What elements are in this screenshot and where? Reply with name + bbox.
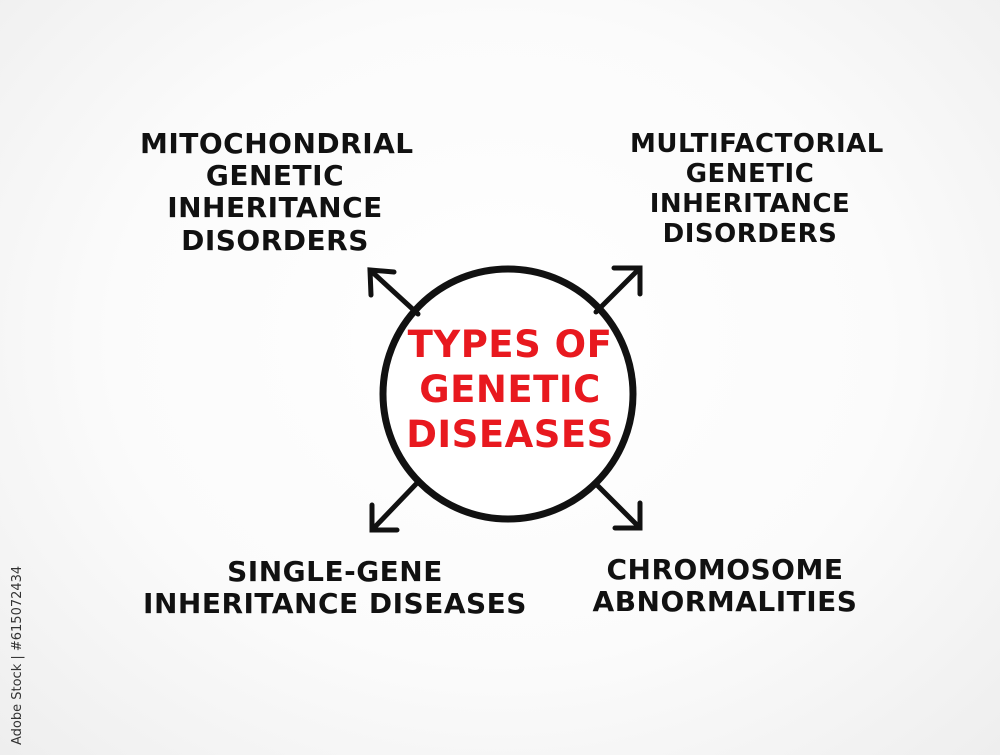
node-multifactorial-line-2: GENETIC xyxy=(685,158,815,189)
arrow-top-right xyxy=(593,265,643,315)
arrow-top-left xyxy=(367,267,421,317)
arrow-bottom-right xyxy=(595,483,643,531)
node-mitochondrial: MITOCHONDRIAL GENETIC INHERITANCE DISORD… xyxy=(140,127,414,257)
node-single-gene: SINGLE-GENE INHERITANCE DISEASES xyxy=(135,555,535,621)
center-title-line-3: DISEASES xyxy=(406,413,614,457)
node-multifactorial-line-4: DISORDERS xyxy=(662,218,838,249)
arrow-bottom-left xyxy=(369,479,421,533)
center-title: TYPES OF GENETIC DISEASES xyxy=(385,322,635,457)
node-single-gene-line-2: INHERITANCE DISEASES xyxy=(143,587,527,621)
center-title-line-2: GENETIC xyxy=(419,368,601,412)
node-mitochondrial-line-4: DISORDERS xyxy=(181,223,369,257)
node-multifactorial: MULTIFACTORIAL GENETIC INHERITANCE DISOR… xyxy=(630,129,884,250)
node-mitochondrial-line-2: GENETIC xyxy=(205,159,345,193)
stock-id-watermark: Adobe Stock | #615072434 xyxy=(10,565,25,745)
node-mitochondrial-line-1: MITOCHONDRIAL xyxy=(140,127,414,160)
node-single-gene-line-1: SINGLE-GENE xyxy=(227,555,443,588)
node-multifactorial-line-1: MULTIFACTORIAL xyxy=(630,129,884,159)
center-circle xyxy=(379,265,637,523)
node-chromosome-line-1: CHROMOSOME xyxy=(606,553,844,586)
node-chromosome-line-2: ABNORMALITIES xyxy=(592,585,858,619)
node-chromosome: CHROMOSOME ABNORMALITIES xyxy=(590,553,860,619)
center-title-line-1: TYPES OF xyxy=(407,323,613,366)
node-mitochondrial-line-3: INHERITANCE xyxy=(167,191,383,225)
node-multifactorial-line-3: INHERITANCE xyxy=(649,188,851,219)
